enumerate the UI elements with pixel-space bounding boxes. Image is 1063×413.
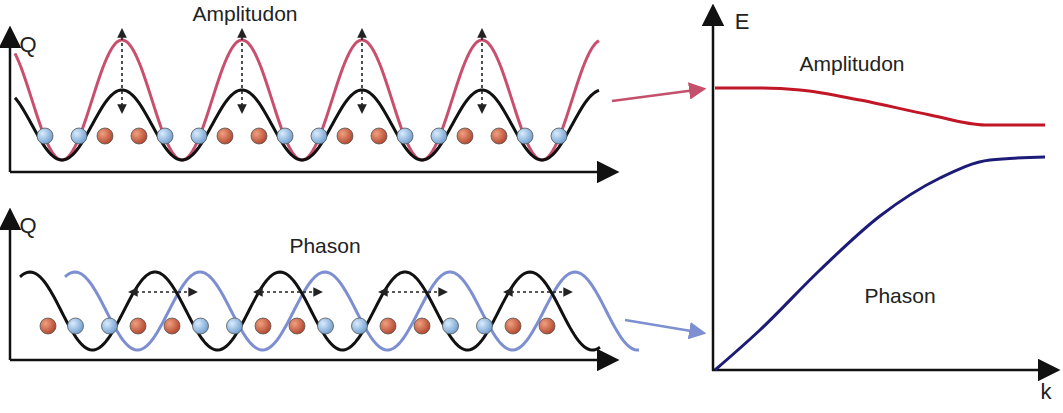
atom: [40, 318, 56, 334]
atom: [68, 318, 84, 334]
atom: [352, 318, 368, 334]
atom: [97, 128, 113, 144]
dispersion-curves: [715, 88, 1045, 370]
atom: [414, 318, 430, 334]
ground-wave: [15, 90, 599, 160]
atom: [157, 128, 173, 144]
atom: [431, 128, 447, 144]
atom: [371, 128, 387, 144]
atom: [289, 318, 305, 334]
atom: [255, 318, 271, 334]
motion-arrow: [481, 30, 483, 112]
wave-group: [15, 40, 639, 350]
wavevector-axis: [712, 369, 1056, 372]
motion-arrow: [361, 30, 363, 112]
shifted-wave: [65, 272, 639, 350]
atom: [457, 128, 473, 144]
position-axis: [10, 171, 615, 174]
atom: [539, 318, 555, 334]
atom: [337, 128, 353, 144]
motion-arrow: [130, 291, 196, 293]
curve-label: Phason: [864, 284, 935, 307]
axis-label: k: [1041, 380, 1052, 404]
position-axis: [10, 359, 615, 362]
axis-label: E: [735, 10, 750, 34]
atom: [551, 128, 567, 144]
motion-arrow: [241, 30, 243, 112]
atom: [311, 128, 327, 144]
atom: [71, 128, 87, 144]
atom: [517, 128, 533, 144]
atom: [505, 318, 521, 334]
atom: [130, 318, 146, 334]
q-axis: [9, 212, 12, 360]
atom: [277, 128, 293, 144]
atom: [164, 318, 180, 334]
energy-axis: [712, 8, 715, 371]
panel-title: Phason: [289, 234, 360, 257]
q-axis: [9, 30, 12, 172]
atom: [37, 128, 53, 144]
atom: [191, 128, 207, 144]
atom: [193, 318, 209, 334]
pointer-arrow: [625, 320, 703, 333]
atom: [131, 128, 147, 144]
excited-wave: [15, 40, 599, 160]
atom-group: [37, 128, 567, 334]
atom: [251, 128, 267, 144]
amplitudon-branch: [715, 88, 1045, 125]
atom: [443, 318, 459, 334]
atom: [477, 318, 493, 334]
pointer-arrow: [612, 89, 703, 101]
motion-arrows: [122, 30, 571, 292]
atom: [397, 128, 413, 144]
motion-arrow: [505, 291, 571, 293]
atom: [217, 128, 233, 144]
atom: [227, 318, 243, 334]
phason-branch: [715, 157, 1045, 370]
axis-label: Q: [19, 214, 36, 238]
motion-arrow: [121, 30, 123, 112]
atom: [380, 318, 396, 334]
atom: [491, 128, 507, 144]
motion-arrow: [255, 291, 321, 293]
ground-wave: [20, 272, 600, 350]
motion-arrow: [380, 291, 446, 293]
panel-title: Amplitudon: [192, 2, 297, 25]
curve-label: Amplitudon: [799, 52, 904, 75]
axis-label: Q: [19, 33, 36, 57]
atom: [318, 318, 334, 334]
atom: [102, 318, 118, 334]
